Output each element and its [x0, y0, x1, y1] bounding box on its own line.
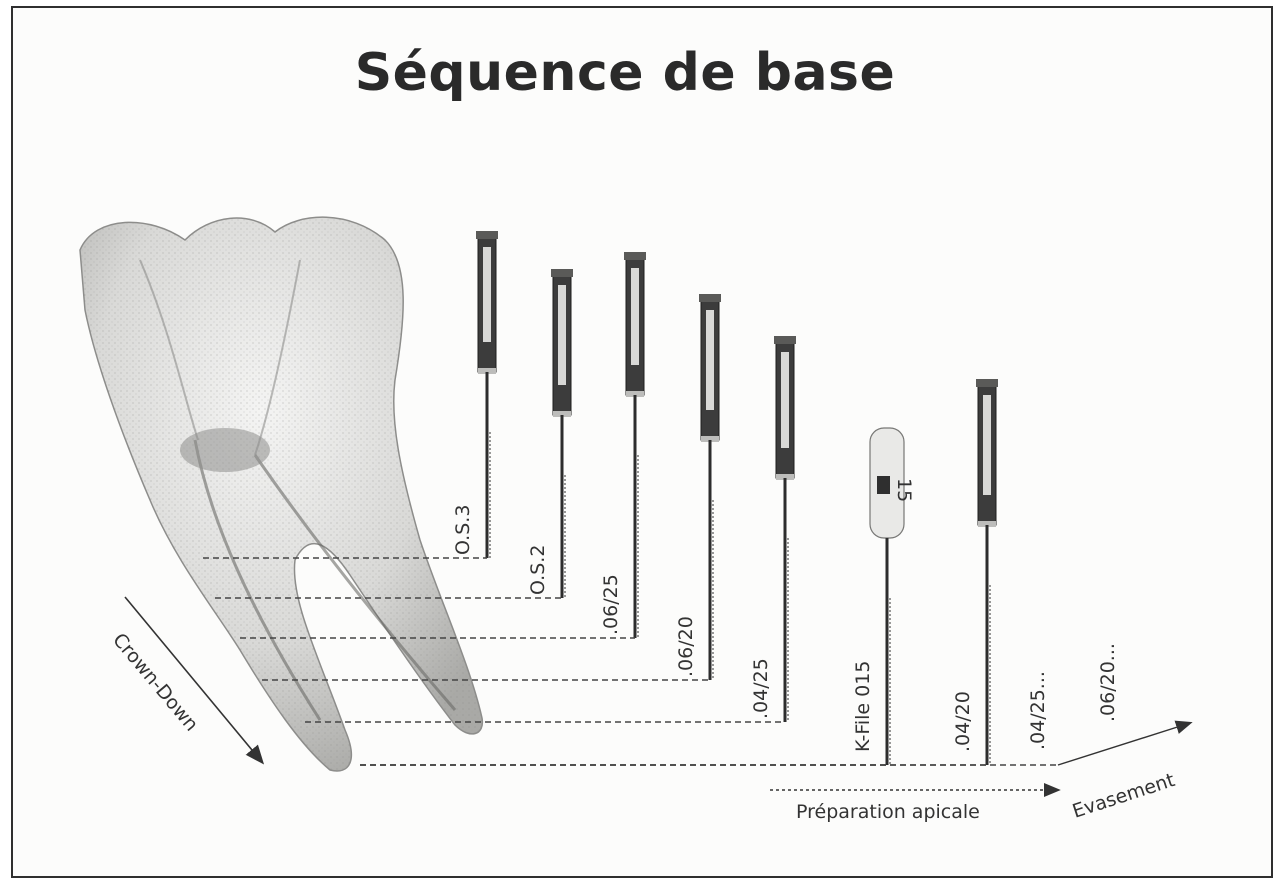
- instrument-handle-cap: [476, 231, 498, 239]
- evasement-label: Evasement: [1070, 769, 1178, 823]
- instrument-label: .04/25: [750, 658, 772, 719]
- instrument-label: .04/25...: [1027, 671, 1049, 750]
- evasement-arrow: Evasement: [1058, 723, 1190, 823]
- instrument-label: .06/20...: [1097, 643, 1119, 722]
- instrument-handle-window: [631, 268, 639, 365]
- instrument-handle-cap: [551, 269, 573, 277]
- kfile-color-band: [877, 476, 890, 494]
- instrument-9: .06/20...: [1097, 643, 1119, 722]
- instrument-handle-window: [706, 310, 714, 410]
- tooth-illustration: [80, 217, 482, 771]
- instrument-label: .06/20: [675, 616, 697, 677]
- preparation-apicale-label: Préparation apicale: [796, 801, 980, 823]
- instrument-label: O.S.3: [452, 505, 474, 555]
- instrument-label: K-File 015: [852, 661, 874, 752]
- instrument-label: .04/20: [952, 691, 974, 752]
- instrument-handle-window: [483, 247, 491, 342]
- instrument-handle-cap: [624, 252, 646, 260]
- instrument-handle-window: [781, 352, 789, 448]
- instrument-handle-window: [558, 285, 566, 385]
- instrument-label: O.S.2: [527, 545, 549, 595]
- preparation-apicale-arrow: Préparation apicale: [770, 790, 1058, 823]
- instrument-handle-cap: [976, 379, 998, 387]
- instrument-label: .06/25: [600, 574, 622, 635]
- kfile-size-number: 15: [893, 478, 915, 502]
- instrument-handle-window: [983, 395, 991, 495]
- instrument-8: .04/25...: [1027, 671, 1049, 750]
- crown-down-label: Crown-Down: [108, 629, 202, 735]
- instrument-handle-cap: [774, 336, 796, 344]
- instrument-handle-cap: [699, 294, 721, 302]
